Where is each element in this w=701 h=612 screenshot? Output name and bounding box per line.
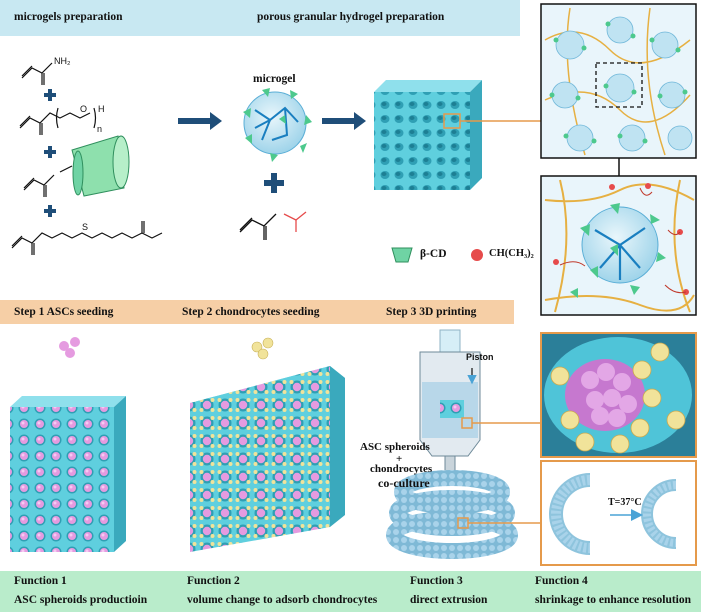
bis-acrylamide-molecule: [11, 221, 163, 255]
function2-title: Function 2: [187, 575, 240, 587]
microgel-detail-panel: [540, 175, 697, 316]
arrow-icon: [178, 112, 366, 130]
acrylamide-molecule: [21, 62, 53, 85]
porous-hydrogel-cube: [374, 80, 482, 190]
hydrogel-chondrocytes-block: [190, 366, 345, 552]
step-band: [0, 300, 514, 324]
n-subscript-label: n: [97, 124, 103, 134]
printer-nozzle: [419, 329, 481, 481]
temperature-label: T=37°C: [608, 497, 642, 508]
top-band: [0, 0, 520, 36]
step1-label: Step 1 ASCs seeding: [14, 306, 114, 318]
plus-icon: [44, 89, 56, 217]
nipam-molecule: [239, 211, 307, 240]
beta-cd-legend-label: β-CD: [420, 248, 447, 260]
extruded-coil: [386, 470, 518, 559]
isopropyl-legend-label: CH(CH₃)₂: [489, 248, 534, 259]
function4-desc: shrinkage to enhance resolution: [535, 594, 692, 606]
nh2-label: NH₂: [54, 56, 71, 66]
hydrogel-asc-block: [10, 396, 126, 552]
coculture-line1: ASC spheroids: [360, 441, 430, 453]
beta-cd-legend-icon: [391, 247, 413, 263]
spheroid-zoom-panel: [540, 332, 697, 458]
chondrocytes-icon: [251, 337, 274, 360]
h-label: H: [98, 104, 105, 114]
function3-title: Function 3: [410, 575, 463, 587]
s-label: S: [82, 222, 89, 232]
function1-title: Function 1: [14, 575, 67, 587]
function-band: [0, 571, 701, 612]
function2-desc: volume change to adsorb chondrocytes: [187, 594, 378, 606]
o-label: O: [80, 104, 88, 114]
shrinkage-panel: [540, 460, 697, 566]
coculture-line4: co-culture: [378, 476, 430, 490]
function3-desc: direct extrusion: [410, 594, 488, 606]
coculture-line2: +: [396, 453, 403, 465]
microgel-label: microgel: [253, 73, 296, 85]
microgel-particle: [243, 88, 312, 162]
function4-title: Function 4: [535, 575, 588, 587]
step2-label: Step 2 chondrocytes seeding: [182, 306, 320, 318]
coculture-line3: chondrocytes: [370, 463, 433, 475]
network-zoom-panel: [540, 3, 697, 159]
peg-acrylate-molecule: [19, 107, 97, 135]
cd-acrylamide-molecule: [23, 165, 73, 197]
function1-desc: ASC spheroids productioin: [14, 594, 148, 606]
microgels-preparation-title: microgels preparation: [14, 11, 123, 23]
step3-label: Step 3 3D printing: [386, 306, 477, 318]
porous-hydrogel-title: porous granular hydrogel preparation: [257, 11, 445, 23]
asc-cells-icon: [59, 337, 80, 358]
beta-cd-cone-icon: [71, 135, 130, 197]
isopropyl-legend-icon: [471, 249, 483, 261]
piston-label: Piston: [466, 352, 494, 362]
plus-icon: [264, 173, 284, 193]
